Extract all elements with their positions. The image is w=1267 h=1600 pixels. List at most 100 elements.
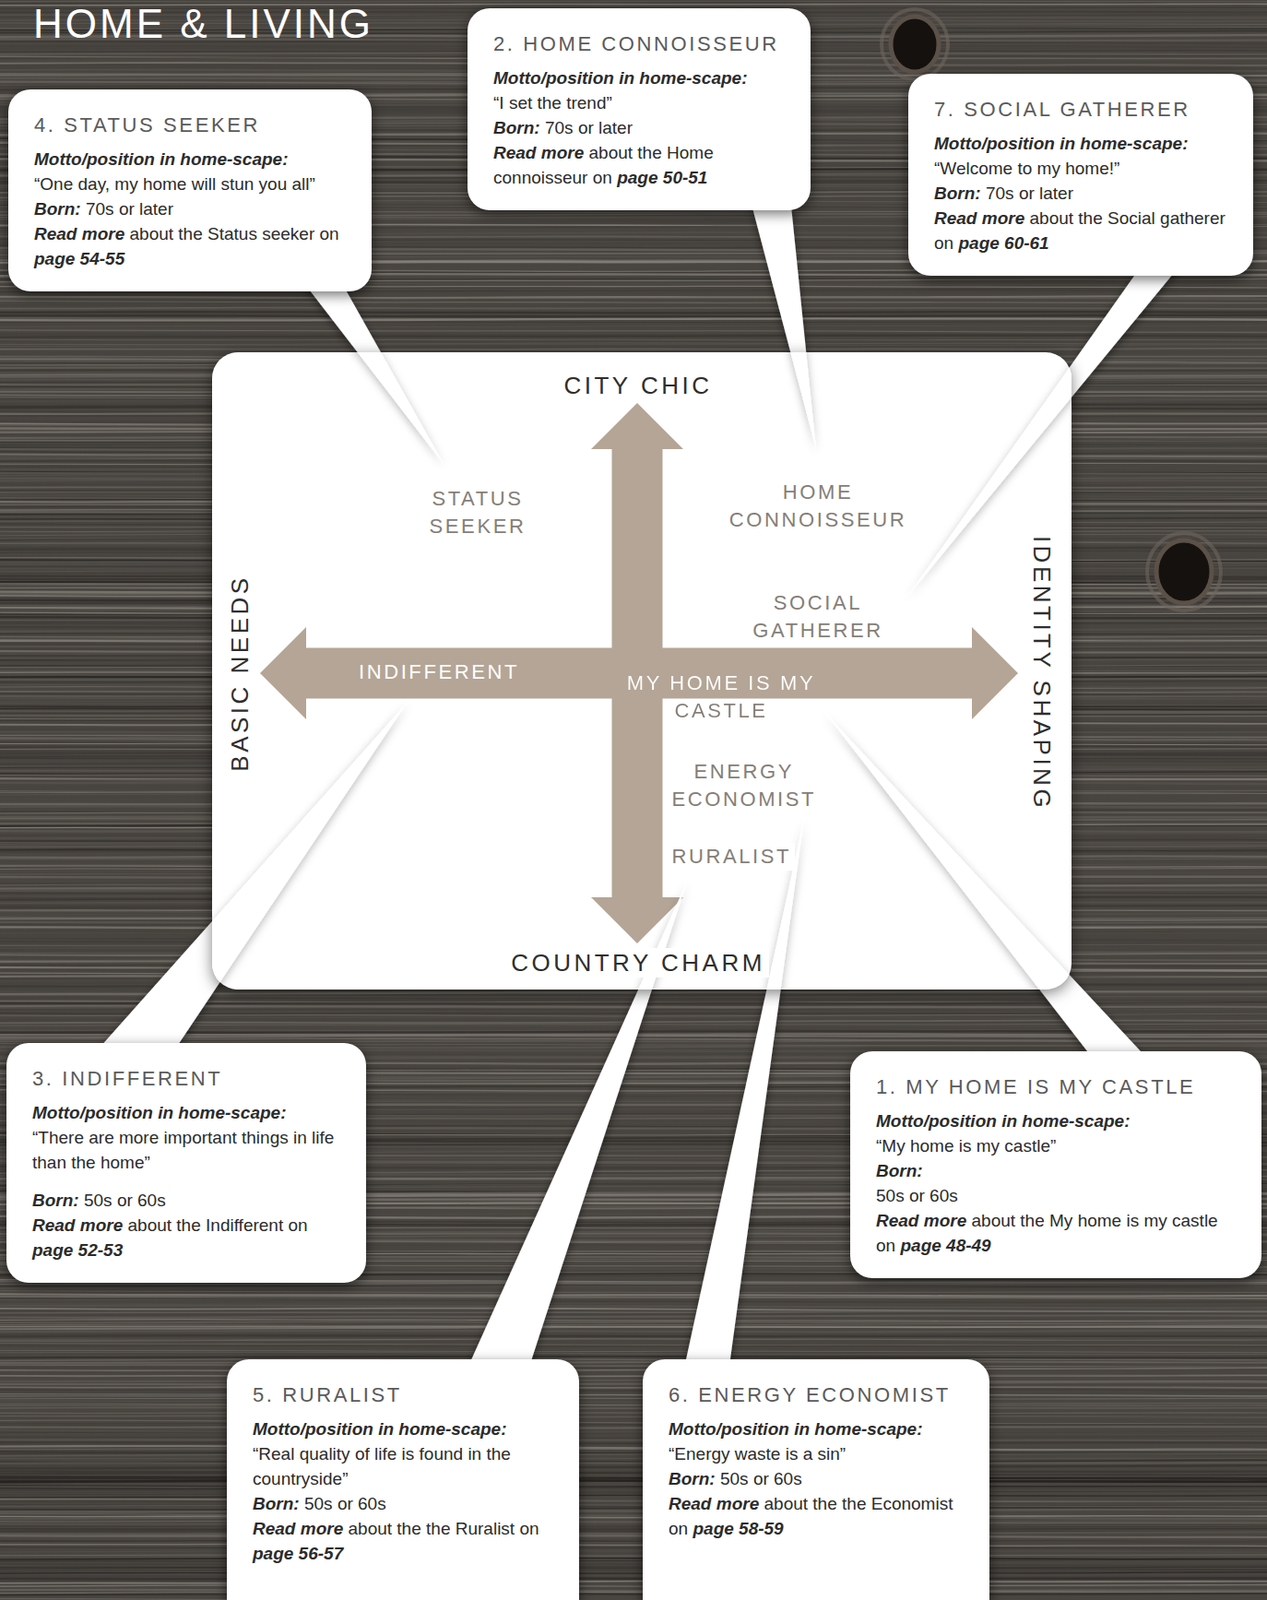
reference-text: about the Indifferent on — [128, 1215, 308, 1235]
wood-grain — [0, 307, 1267, 311]
wood-grain — [0, 1367, 1267, 1371]
text-line: “I set the trend” — [493, 90, 789, 116]
wood-grain — [0, 1381, 1267, 1385]
wood-grain — [0, 1423, 1267, 1426]
wood-grain — [0, 1499, 1267, 1503]
wood-grain — [0, 297, 1267, 300]
field-label: Born: — [668, 1468, 716, 1489]
link-label: Read more — [32, 1215, 123, 1235]
wood-knot — [881, 9, 948, 80]
wood-grain — [0, 1335, 1267, 1337]
field-label: Motto/position in home-scape: — [876, 1111, 1131, 1131]
born-value: 50s or 60s — [720, 1468, 803, 1489]
wood-grain — [0, 343, 1267, 346]
wood-grain — [0, 1397, 1267, 1399]
wood-grain — [0, 296, 1267, 298]
wood-grain — [0, 320, 1267, 323]
wood-grain — [0, 311, 1267, 313]
page-reference: page 56-57 — [252, 1543, 344, 1564]
text-line: Born:50s or 60s — [876, 1158, 1240, 1208]
field-label: Born: — [876, 1160, 924, 1181]
text-line: Born:70s or later — [34, 196, 350, 222]
wood-grain — [0, 1386, 1267, 1389]
field-label: Motto/position in home-scape: — [252, 1419, 508, 1439]
wood-grain — [0, 305, 1267, 308]
wood-grain — [0, 1345, 1267, 1348]
born-value: 70s or later — [985, 183, 1074, 203]
callout-tail — [300, 352, 444, 464]
wood-grain — [0, 1589, 1267, 1592]
field-label: Born: — [934, 183, 982, 203]
wood-grain — [0, 1395, 1267, 1398]
wood-grain — [0, 318, 1267, 320]
wood-grain — [0, 1544, 1267, 1547]
text-line: “Welcome to my home!” — [934, 155, 1232, 181]
motto: “Welcome to my home!” — [934, 158, 1120, 178]
persona-label: INDIFFERENT — [358, 658, 520, 687]
wood-grain — [0, 1567, 1267, 1571]
wood-grain — [0, 1314, 1267, 1317]
text-line: Read moreabout the Home connoisseur onpa… — [493, 140, 789, 190]
callout-heading: 7. SOCIAL GATHERER — [934, 95, 1232, 124]
link-label: Read more — [493, 142, 584, 163]
wood-grain — [0, 302, 1267, 305]
wood-grain — [0, 1389, 1267, 1391]
quadrant-panel: CITY CHICSTATUS SEEKERHOME CONNOISSEURSO… — [212, 352, 1072, 990]
text-line: Born:50s or 60s — [32, 1187, 344, 1213]
wood-grain — [0, 1296, 1267, 1300]
wood-grain — [0, 1430, 1267, 1433]
text-line: Motto/position in home-scape: — [876, 1108, 1240, 1134]
field-label: Motto/position in home-scape: — [934, 133, 1189, 154]
born-value: 70s or later — [544, 118, 633, 138]
wood-grain — [0, 1290, 1267, 1293]
wood-grain — [0, 1334, 1267, 1339]
wood-grain — [0, 1373, 1267, 1377]
persona-label: ENERGY ECONOMIST — [668, 757, 821, 814]
wood-grain — [0, 1285, 1267, 1289]
knot-core — [1156, 540, 1212, 604]
wood-grain — [0, 1298, 1267, 1303]
page-reference: page 58-59 — [692, 1518, 783, 1539]
wood-grain — [0, 1324, 1267, 1327]
field-label: Born: — [493, 118, 541, 138]
callout-box: 2. HOME CONNOISSEURMotto/position in hom… — [467, 8, 811, 211]
wood-grain — [0, 1457, 1267, 1459]
born-value: 50s or 60s — [83, 1190, 166, 1210]
page-reference: page 50-51 — [616, 167, 708, 188]
wood-grain — [0, 1549, 1267, 1551]
wood-grain — [0, 1416, 1267, 1420]
wood-grain — [0, 1326, 1267, 1330]
wood-grain — [0, 335, 1267, 338]
tail-group — [212, 352, 1072, 990]
wood-grain — [0, 1528, 1267, 1530]
wood-grain — [0, 324, 1267, 327]
text-line: “There are more important things in life… — [32, 1124, 344, 1175]
wood-grain — [0, 1432, 1267, 1435]
link-label: Read more — [934, 208, 1025, 228]
wood-grain — [0, 1409, 1267, 1411]
wood-grain — [0, 1420, 1267, 1424]
callout-box: 1. MY HOME IS MY CASTLEMotto/position in… — [850, 1051, 1262, 1279]
text-line: Motto/position in home-scape: — [493, 65, 789, 91]
wood-grain — [0, 1540, 1267, 1543]
wood-grain — [0, 1521, 1267, 1525]
axis-label: COUNTRY CHARM — [507, 947, 770, 978]
text-line: Read moreabout the My home is my castle … — [876, 1207, 1240, 1258]
wood-grain — [0, 1403, 1267, 1406]
wood-grain — [0, 349, 1267, 352]
link-label: Read more — [34, 224, 125, 244]
text-line: Read moreabout the Status seeker onpage … — [34, 221, 350, 272]
wood-grain — [0, 1487, 1267, 1491]
wood-grain — [0, 1459, 1267, 1463]
callout-heading: 3. INDIFFERENT — [32, 1065, 344, 1093]
wood-grain — [0, 1509, 1267, 1513]
text-line: “One day, my home will stun you all” — [34, 171, 350, 197]
wood-grain — [0, 1531, 1267, 1534]
callout-tail — [749, 352, 817, 450]
wood-grain — [0, 1551, 1267, 1553]
wood-grain — [0, 1537, 1267, 1540]
link-label: Read more — [668, 1493, 759, 1514]
callout-heading: 6. ENERGY ECONOMIST — [668, 1381, 968, 1410]
wood-grain — [0, 1284, 1267, 1288]
axis-label: CITY CHIC — [559, 370, 716, 401]
